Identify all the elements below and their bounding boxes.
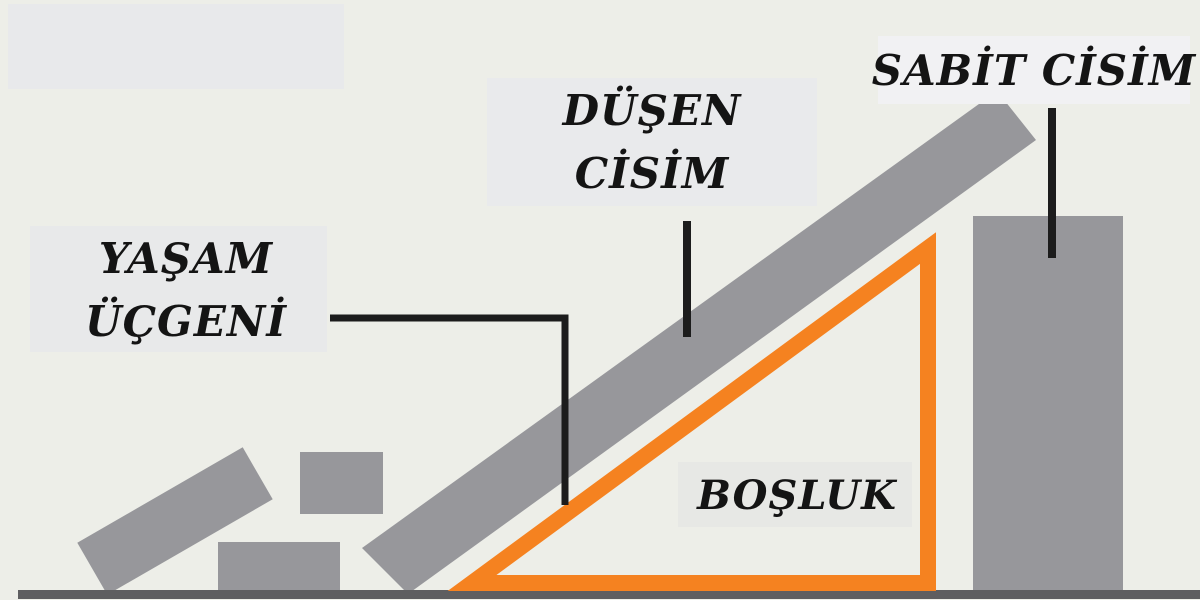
debris-ground-block (218, 542, 340, 594)
debris-tilted-block (77, 447, 273, 595)
life-triangle-pointer-line (330, 314, 569, 505)
falling-object-label-line2: CİSİM (575, 147, 730, 198)
life-triangle-label-line1: YAŞAM (99, 234, 274, 283)
fixed-object-label-text: SABİT CİSİM (872, 44, 1197, 95)
falling-object-label-line1: DÜŞEN (562, 84, 742, 135)
life-triangle-outline (447, 232, 936, 591)
collapsed-slab-shape (362, 91, 1036, 594)
void-label-text: BOŞLUK (696, 472, 898, 519)
life-triangle-label-line2: ÜÇGENİ (85, 295, 287, 346)
ground-line (18, 590, 1200, 599)
void-label-box (678, 462, 912, 527)
debris-square-block (300, 452, 383, 514)
falling-object-label-box (487, 78, 817, 206)
fixed-object-label-box (878, 36, 1190, 104)
column-shape (973, 216, 1123, 594)
life-triangle-label-box (30, 226, 327, 352)
top-left-panel (8, 4, 344, 89)
